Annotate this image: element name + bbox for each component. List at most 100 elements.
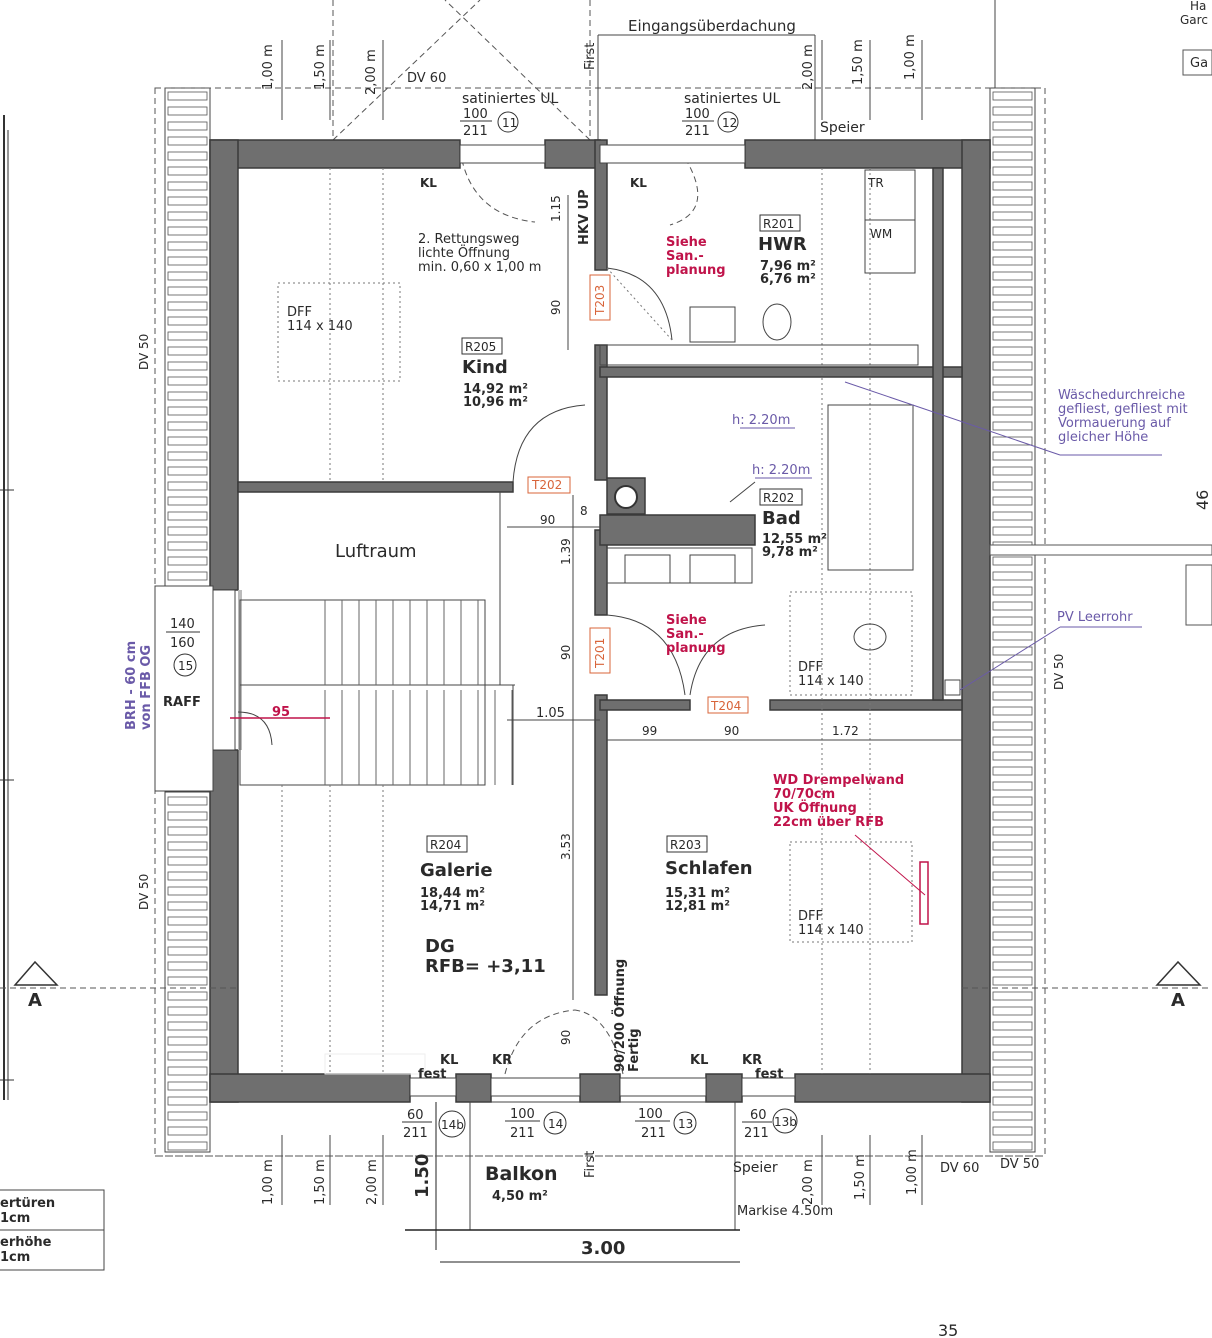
rafter: [167, 211, 208, 221]
dim-8: 8: [580, 504, 588, 518]
svg-text:Schlafen: Schlafen: [665, 858, 753, 879]
skylight-kind-label: DFF 114 x 140: [287, 305, 353, 334]
svg-text:60: 60: [407, 1108, 424, 1123]
svg-text:Fertig: Fertig: [627, 1028, 642, 1072]
first-bottom-label: First: [583, 1151, 598, 1178]
dv50-right-label: DV 50: [1052, 654, 1066, 690]
rafter: [167, 346, 208, 356]
dv50-left-upper: DV 50: [137, 334, 151, 370]
svg-text:15: 15: [178, 659, 193, 673]
hkv-label: HKV UP: [577, 189, 592, 245]
svg-text:211: 211: [463, 124, 488, 139]
rafter: [992, 676, 1033, 686]
top-dim-4: 2,00 m: [801, 44, 816, 90]
dim-172: 1.72: [832, 724, 859, 738]
knee-wall-note: WD Drempelwand 70/70cm UK Öffnung 22cm ü…: [773, 773, 904, 830]
svg-text:13: 13: [678, 1117, 693, 1131]
dim-105: 1.05: [536, 706, 565, 721]
rafter: [167, 376, 208, 386]
rafter: [992, 841, 1033, 851]
rafter: [167, 1111, 208, 1121]
first-top-label: First: [583, 43, 598, 70]
rafter: [167, 541, 208, 551]
svg-text:Kind: Kind: [462, 357, 508, 378]
svg-text:T203: T203: [593, 285, 607, 316]
kl-label-kind: KL: [420, 176, 437, 190]
svg-text:114 x 140: 114 x 140: [798, 923, 864, 938]
page-number: 35: [938, 1321, 958, 1338]
rafter: [992, 691, 1033, 701]
rafter: [167, 496, 208, 506]
svg-text:211: 211: [641, 1126, 666, 1141]
rafter: [167, 406, 208, 416]
height-note-1: h: 2.20m: [732, 413, 790, 428]
dim-90-mid: 90: [559, 645, 573, 660]
rafter: [992, 436, 1033, 446]
entrance-canopy: [332, 0, 996, 141]
rafter: [167, 256, 208, 266]
san-note-hwr: Siehe San.- planung: [666, 235, 726, 278]
rafter: [992, 361, 1033, 371]
dim-95: 95: [272, 705, 290, 720]
rafter: [992, 211, 1033, 221]
svg-text:14,71 m²: 14,71 m²: [420, 899, 485, 914]
dim-90-kind: 90: [549, 300, 563, 315]
rafter: [992, 136, 1033, 146]
svg-text:12: 12: [722, 116, 737, 130]
svg-text:60: 60: [750, 1108, 767, 1123]
dim-46: 46: [1193, 490, 1212, 510]
rafter: [992, 1021, 1033, 1031]
svg-text:9,78 m²: 9,78 m²: [762, 545, 818, 560]
awning-label: Markise 4.50m: [737, 1204, 833, 1219]
room-galerie: R204 Galerie 18,44 m² 14,71 m²: [420, 835, 493, 914]
left-scale: [0, 115, 14, 1100]
svg-text:Galerie: Galerie: [420, 860, 493, 881]
rafter: [992, 91, 1033, 101]
rafter: [992, 481, 1033, 491]
rafter: [992, 766, 1033, 776]
rafter: [167, 331, 208, 341]
rafter: [992, 916, 1033, 926]
svg-text:R205: R205: [465, 340, 496, 354]
kr-label-bottom-left: KR: [492, 1053, 512, 1068]
legend-box: [0, 1189, 105, 1271]
rafter: [992, 826, 1033, 836]
rafter: [992, 781, 1033, 791]
svg-text:Balkon: Balkon: [485, 1163, 558, 1185]
dv60-top-label: DV 60: [407, 71, 446, 86]
dim-90-upper: 90: [540, 513, 555, 527]
svg-text:DFF: DFF: [287, 305, 312, 320]
rafter: [992, 721, 1033, 731]
section-a-left: A: [28, 990, 42, 1011]
window-14b-label: 60 211 14b: [402, 1108, 466, 1141]
rafter: [167, 226, 208, 236]
dimension-lines: [230, 195, 962, 1075]
svg-text:100: 100: [510, 1107, 535, 1122]
rafter: [167, 466, 208, 476]
rafter: [992, 271, 1033, 281]
rafter: [167, 166, 208, 176]
rafter: [167, 526, 208, 536]
rafter: [167, 136, 208, 146]
level-info: DG RFB= +3,11: [425, 936, 546, 977]
room-kind: R205 Kind 14,92 m² 10,96 m²: [461, 337, 528, 410]
kl-label-hwr: KL: [630, 176, 647, 190]
rafter: [992, 226, 1033, 236]
svg-text:R203: R203: [670, 838, 701, 852]
rafter: [167, 961, 208, 971]
rafter: [992, 811, 1033, 821]
rafter: [167, 1036, 208, 1046]
svg-text:70/70cm: 70/70cm: [773, 787, 835, 802]
svg-text:14,92 m²: 14,92 m²: [463, 382, 528, 397]
rafter: [992, 406, 1033, 416]
escape-route-note: 2. Rettungsweg lichte Öffnung min. 0,60 …: [418, 232, 541, 275]
window-13-label: 100 211 13: [635, 1107, 697, 1141]
rafter: [992, 346, 1033, 356]
skylight-schlafen-label: DFF 114 x 140: [798, 909, 864, 938]
kl-label-bottom-right: KL: [690, 1053, 708, 1068]
svg-text:211: 211: [510, 1126, 535, 1141]
svg-text:160: 160: [170, 636, 195, 651]
rafter: [167, 286, 208, 296]
partial-label-1: Ha: [1190, 0, 1206, 13]
svg-text:min. 0,60 x 1,00 m: min. 0,60 x 1,00 m: [418, 260, 541, 275]
